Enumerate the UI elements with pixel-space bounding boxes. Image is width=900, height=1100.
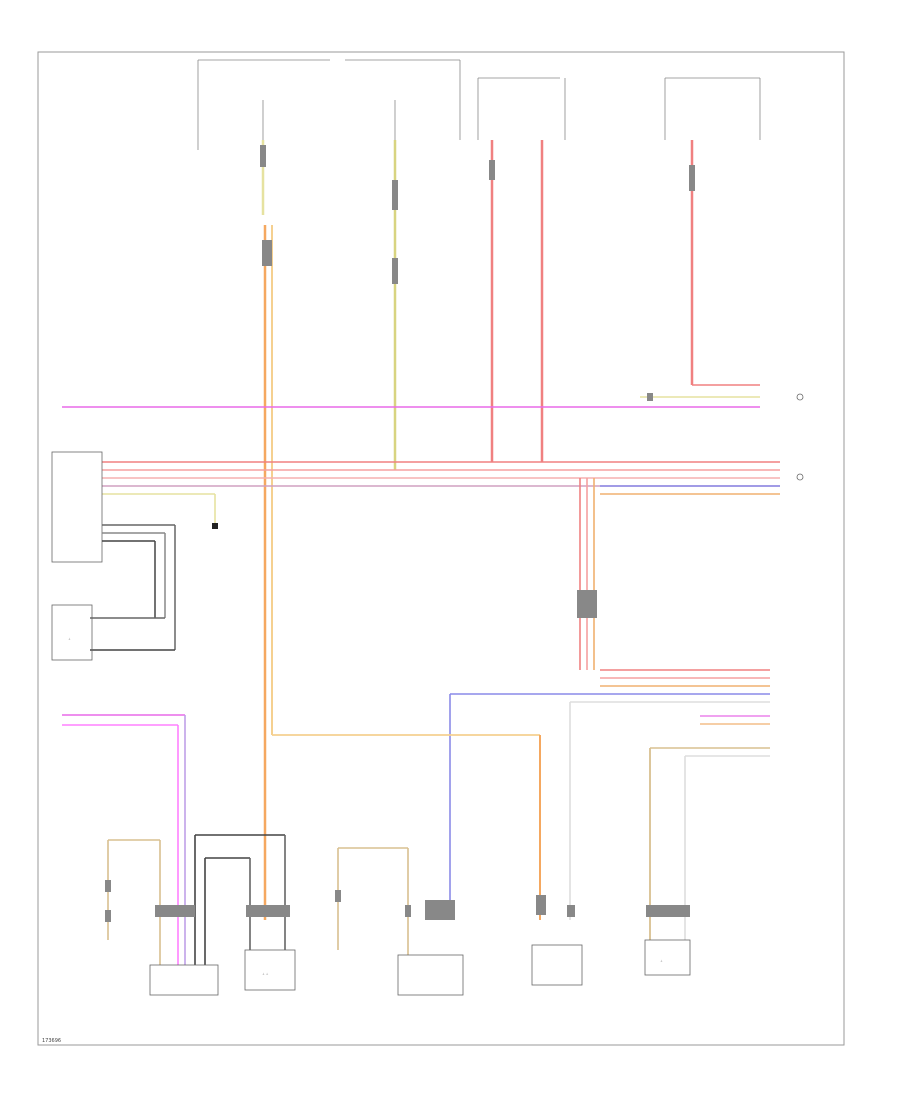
diagram-frame xyxy=(37,51,845,1046)
right-component-1 xyxy=(796,393,804,401)
fuse-block-2 xyxy=(345,59,461,140)
svg-text:⊥ ⊥: ⊥ ⊥ xyxy=(262,972,269,976)
footer-code: 173696 xyxy=(42,1038,61,1044)
fuse-block-3 xyxy=(477,77,566,140)
svg-text:⊥: ⊥ xyxy=(68,637,71,641)
gray-wire-bundle xyxy=(90,524,176,651)
main-bus xyxy=(102,461,780,529)
svg-text:⊥: ⊥ xyxy=(660,959,663,963)
sensor-box-left xyxy=(51,604,93,661)
component-box-1 xyxy=(149,964,219,996)
right-component-2 xyxy=(796,473,804,481)
component-box-4 xyxy=(531,944,583,986)
component-box-3 xyxy=(397,954,464,996)
component-box-5 xyxy=(644,939,691,976)
component-box-2 xyxy=(244,949,296,991)
left-module-box xyxy=(51,451,103,563)
fuse-block-1 xyxy=(197,59,330,150)
fuse-block-4 xyxy=(664,77,761,140)
right-connector-group-1 xyxy=(450,669,770,757)
